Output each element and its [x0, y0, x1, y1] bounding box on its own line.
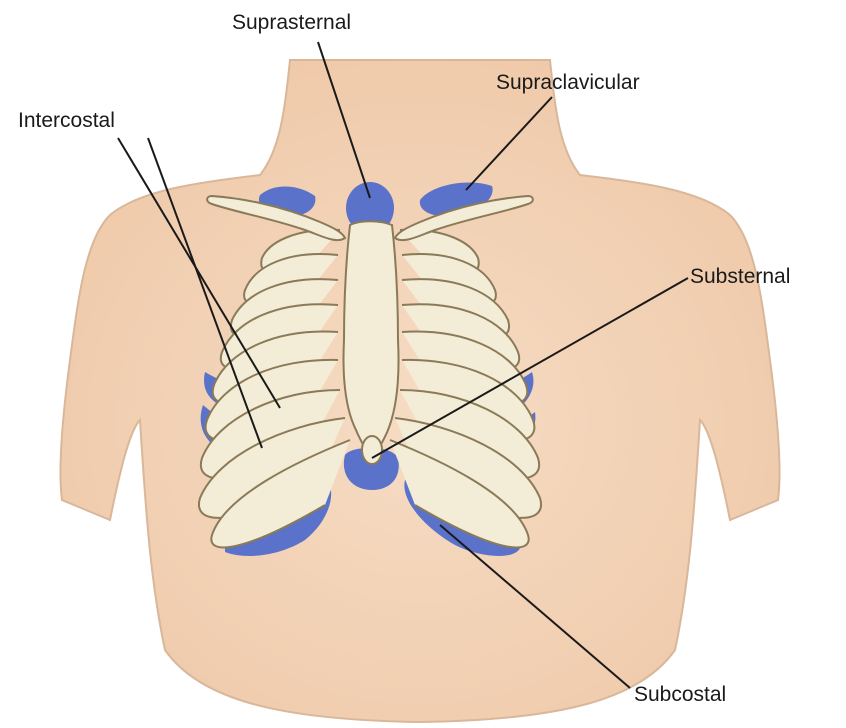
label-supraclavicular: Supraclavicular	[496, 72, 640, 93]
xiphoid-process	[362, 436, 382, 464]
label-subcostal: Subcostal	[634, 684, 726, 705]
label-suprasternal: Suprasternal	[232, 12, 351, 33]
label-substernal: Substernal	[690, 266, 790, 287]
label-intercostal: Intercostal	[18, 110, 115, 131]
